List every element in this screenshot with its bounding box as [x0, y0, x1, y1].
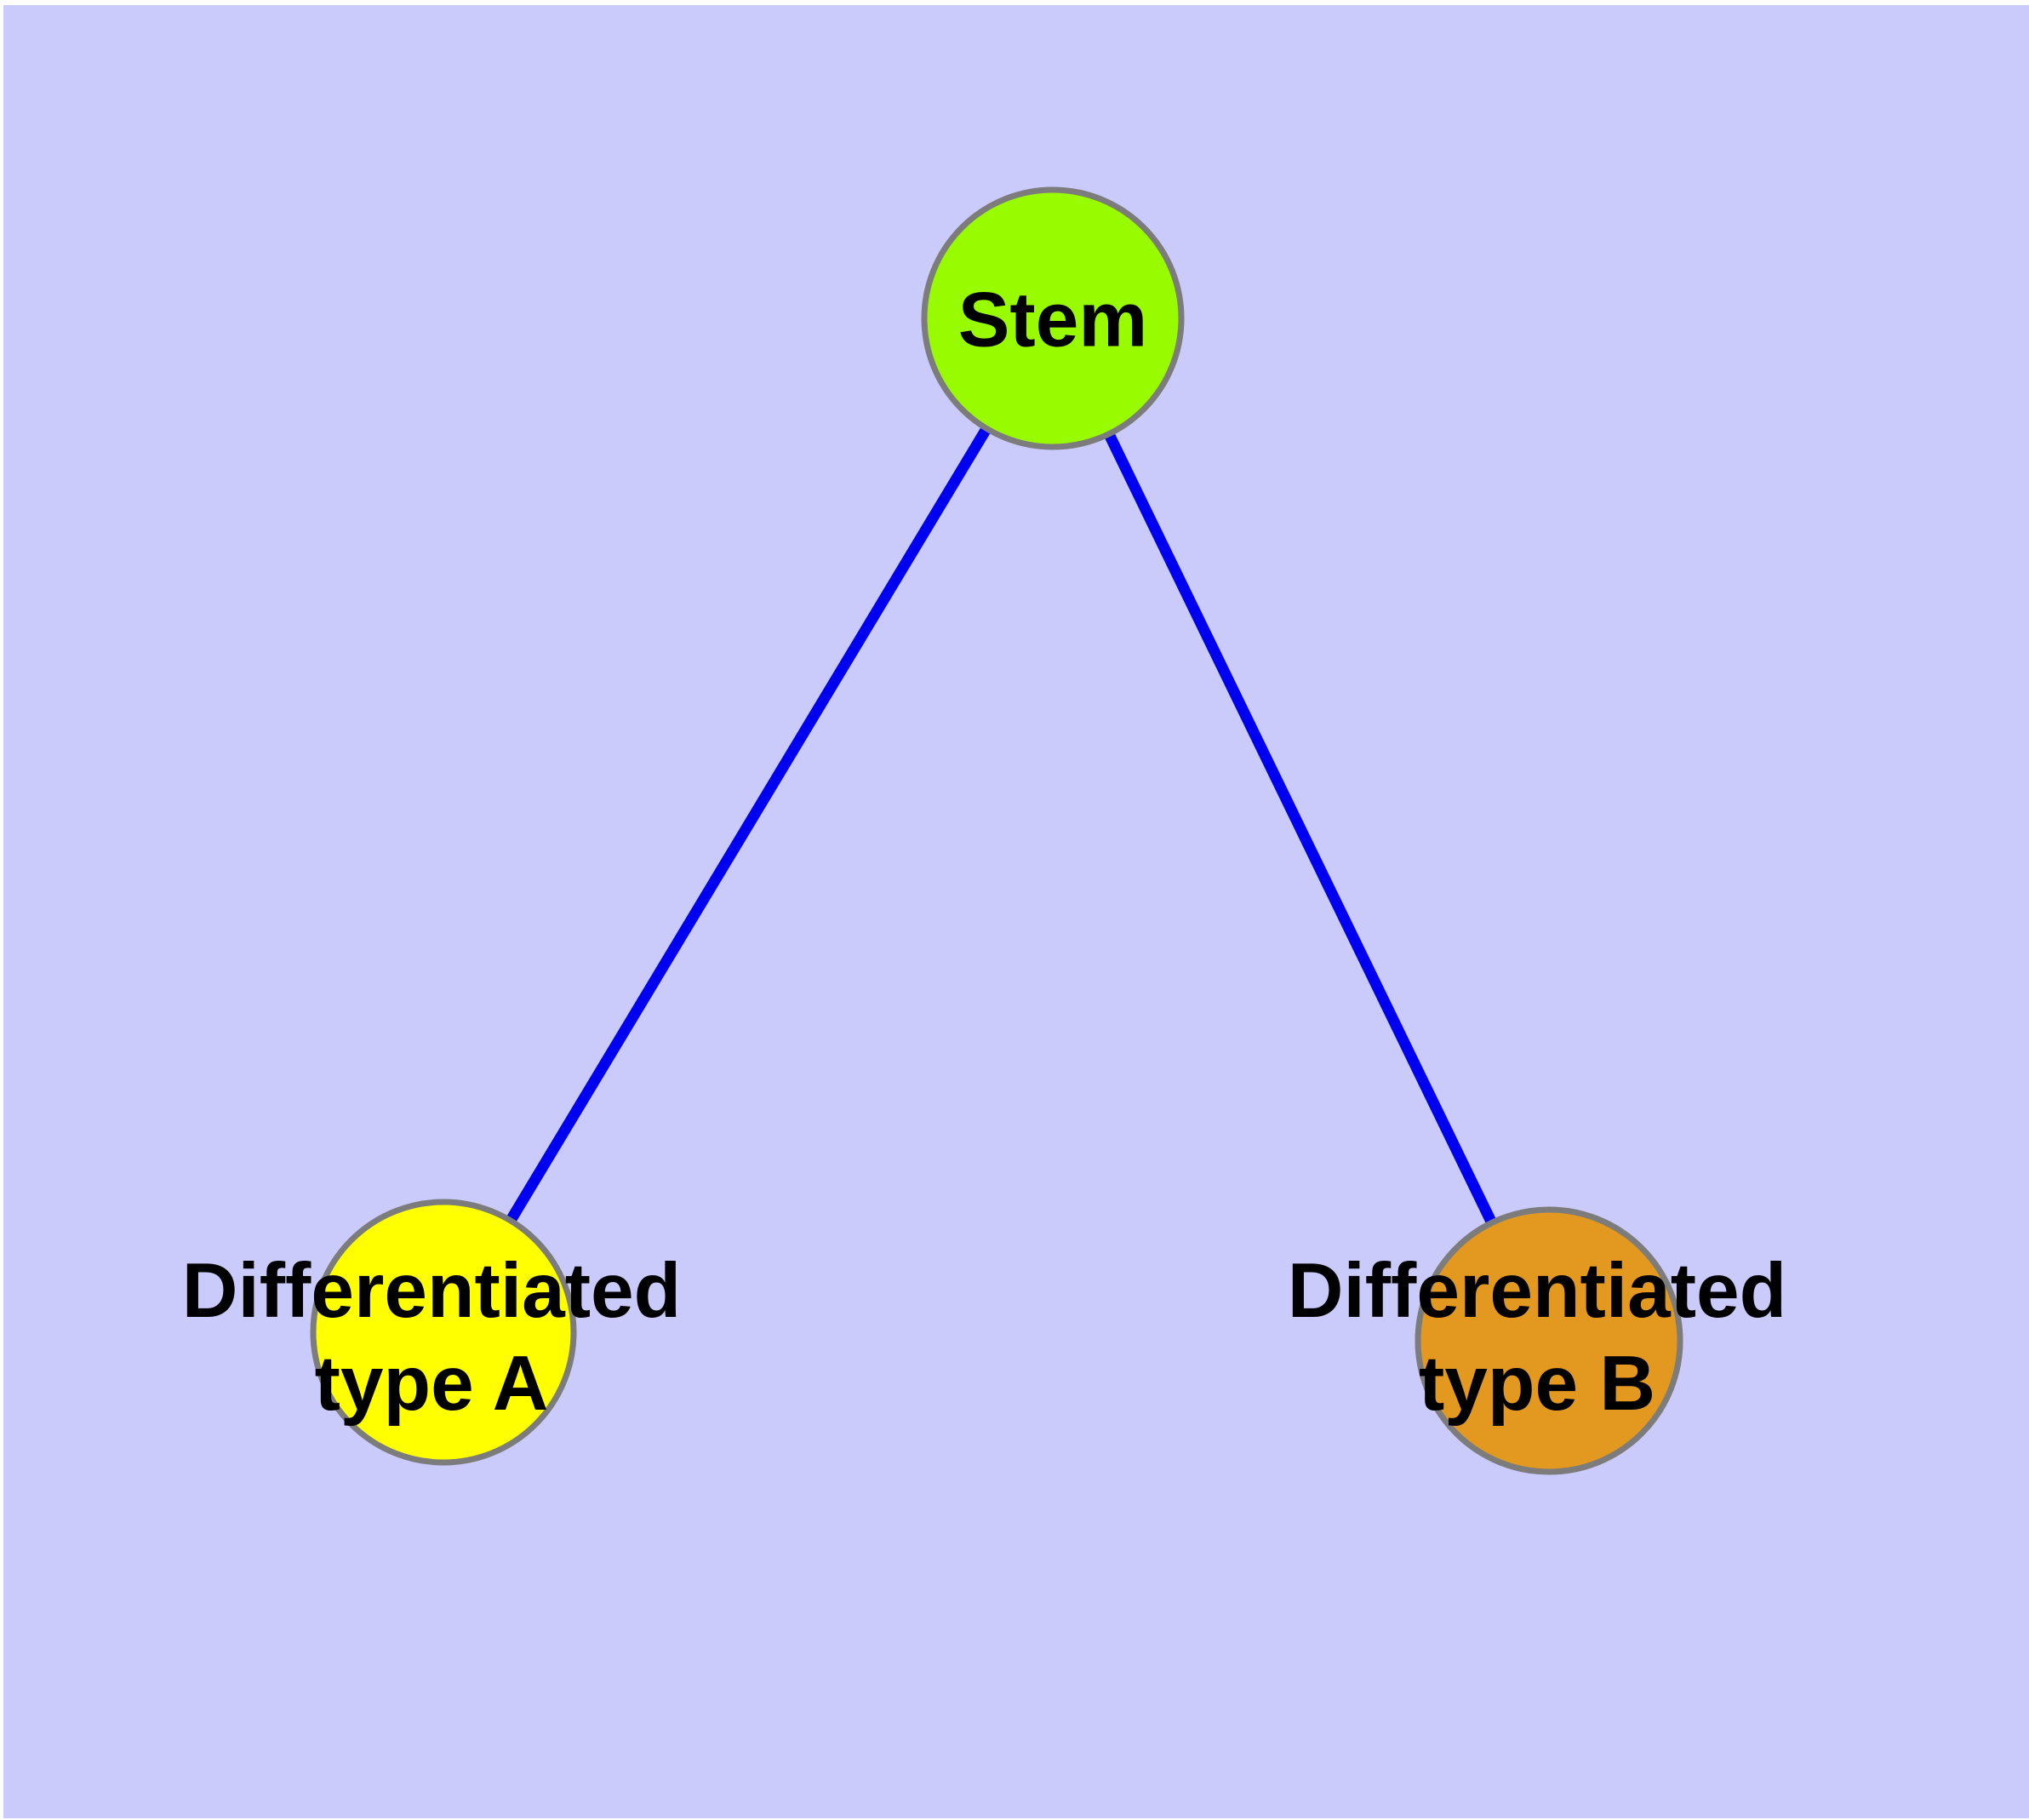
stem-node-label: Stem [958, 274, 1148, 367]
differentiated-type-a-label: Differentiated type A [182, 1245, 682, 1430]
edge-stem-to-type-b [1047, 312, 1555, 1347]
differentiated-type-b-node [1415, 1206, 1683, 1475]
label-line: type A [314, 1341, 549, 1427]
differentiated-type-a-node [310, 1199, 577, 1466]
label-line: Differentiated [181, 1248, 682, 1334]
label-line: Differentiated [1287, 1248, 1787, 1334]
stem-node [921, 186, 1185, 450]
label-line: Stem [957, 277, 1148, 363]
edge-stem-to-type-a [437, 312, 1059, 1338]
label-line: type B [1418, 1341, 1656, 1427]
differentiated-type-b-label: Differentiated type B [1288, 1245, 1787, 1430]
